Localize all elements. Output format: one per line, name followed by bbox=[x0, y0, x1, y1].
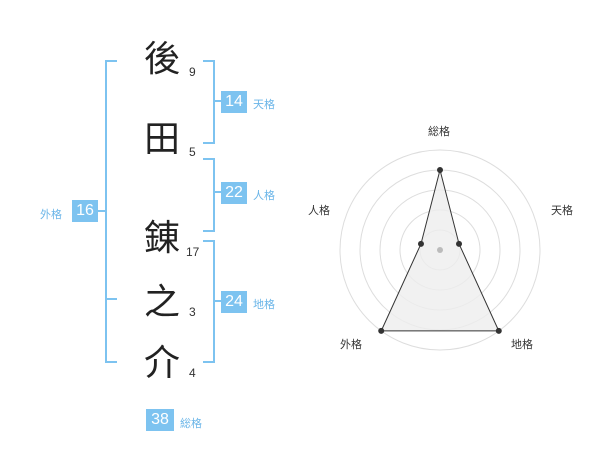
stroke-count-5: 4 bbox=[189, 366, 196, 380]
chikaku-connector bbox=[213, 300, 221, 302]
name-char-3: 錬 bbox=[143, 218, 180, 259]
radar-center-dot bbox=[437, 247, 443, 253]
chikaku-value-badge: 24 bbox=[221, 291, 247, 313]
name-char-2: 田 bbox=[143, 119, 180, 160]
tenkaku-label: 天格 bbox=[253, 99, 275, 111]
gaikaku-connector bbox=[98, 210, 105, 212]
soukaku-value-badge: 38 bbox=[146, 409, 174, 431]
gaikaku-label: 外格 bbox=[40, 209, 62, 221]
gaikaku-bracket-tick bbox=[105, 298, 117, 300]
tenkaku-value-badge: 14 bbox=[221, 91, 247, 113]
radar-ring-5 bbox=[339, 149, 541, 351]
radar-point-5 bbox=[417, 240, 424, 247]
jinkaku-connector bbox=[213, 191, 221, 193]
jinkaku-bracket bbox=[203, 158, 215, 232]
jinkaku-label: 人格 bbox=[253, 190, 275, 202]
tenkaku-bracket bbox=[203, 60, 215, 144]
stroke-count-1: 9 bbox=[189, 65, 196, 79]
radar-axis-label-soukaku: 総格 bbox=[428, 126, 450, 138]
chikaku-label: 地格 bbox=[253, 299, 275, 311]
radar-axis-label-chikaku: 地格 bbox=[511, 339, 533, 351]
radar-point-1 bbox=[437, 167, 443, 173]
soukaku-label: 総格 bbox=[180, 418, 202, 430]
radar-point-2 bbox=[456, 240, 463, 247]
name-char-1: 後 bbox=[143, 39, 180, 80]
stroke-count-4: 3 bbox=[189, 305, 196, 319]
gaikaku-value-badge: 16 bbox=[72, 200, 98, 222]
radar-point-3 bbox=[495, 327, 502, 334]
stroke-count-2: 5 bbox=[189, 145, 196, 159]
radar-point-4 bbox=[378, 327, 385, 334]
jinkaku-value-badge: 22 bbox=[221, 182, 247, 204]
name-char-4: 之 bbox=[143, 282, 180, 323]
radar-axis-label-jinkaku: 人格 bbox=[308, 205, 330, 217]
name-char-5: 介 bbox=[143, 343, 180, 384]
radar-points bbox=[378, 167, 502, 334]
radar-axis-label-gaikaku: 外格 bbox=[340, 339, 362, 351]
stroke-count-3: 17 bbox=[186, 245, 200, 259]
tenkaku-connector bbox=[213, 100, 221, 102]
gaikaku-bracket bbox=[105, 60, 117, 363]
radar-axis-label-tenkaku: 天格 bbox=[551, 205, 573, 217]
